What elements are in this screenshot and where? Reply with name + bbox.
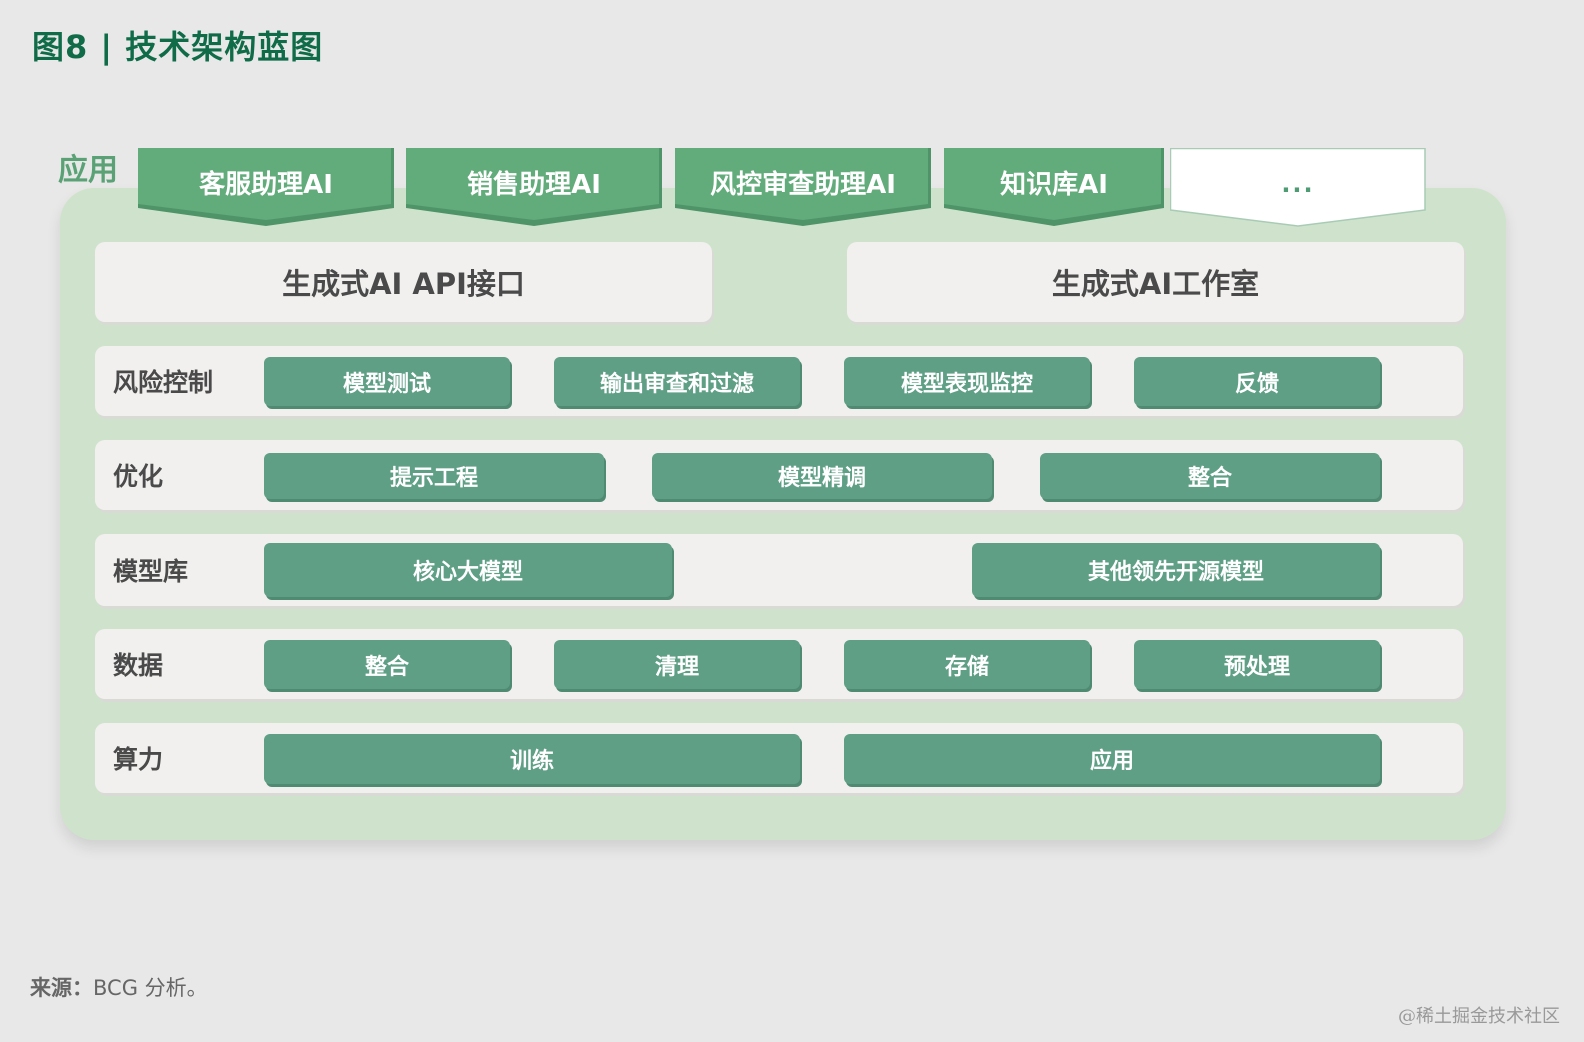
chip-data-storage: 存储 bbox=[844, 640, 1090, 689]
app-tab-label: 客服助理AI bbox=[199, 170, 333, 200]
chip-data-integration: 整合 bbox=[264, 640, 510, 689]
app-tab-label: 知识库AI bbox=[1000, 170, 1108, 200]
source-label: 来源： bbox=[30, 976, 93, 1000]
figure-title: 图8 | 技术架构蓝图 bbox=[32, 28, 324, 66]
layer-risk-control: 风险控制 模型测试 输出审查和过滤 模型表现监控 反馈 bbox=[95, 346, 1463, 416]
chip-training: 训练 bbox=[264, 734, 800, 784]
chip-output-filtering: 输出审查和过滤 bbox=[554, 357, 800, 406]
chip-feedback: 反馈 bbox=[1134, 357, 1380, 406]
source-note: 来源：BCG 分析。 bbox=[30, 972, 208, 1002]
chip-open-source-models: 其他领先开源模型 bbox=[972, 543, 1380, 597]
chip-integration: 整合 bbox=[1040, 453, 1380, 499]
layer-label: 算力 bbox=[113, 745, 164, 774]
layer-optimization: 优化 提示工程 模型精调 整合 bbox=[95, 440, 1463, 510]
chip-model-testing: 模型测试 bbox=[264, 357, 510, 406]
layer-label: 数据 bbox=[113, 651, 164, 680]
genai-studio: 生成式AI工作室 bbox=[847, 242, 1464, 322]
chip-data-preprocessing: 预处理 bbox=[1134, 640, 1380, 689]
chip-core-llm: 核心大模型 bbox=[264, 543, 672, 597]
layer-label: 优化 bbox=[113, 462, 164, 491]
app-tab-knowledge-base: 知识库AI bbox=[944, 148, 1164, 228]
layer-model-library: 模型库 核心大模型 其他领先开源模型 bbox=[95, 534, 1463, 606]
app-tab-risk-review: 风控审查助理AI bbox=[675, 148, 931, 228]
chip-data-cleaning: 清理 bbox=[554, 640, 800, 689]
chip-inference: 应用 bbox=[844, 734, 1380, 784]
app-tab-label: 风控审查助理AI bbox=[710, 170, 896, 200]
more-ellipsis: ... bbox=[1281, 170, 1315, 198]
source-text: BCG 分析。 bbox=[93, 976, 208, 1000]
chevron-shape-icon bbox=[406, 148, 662, 226]
app-tab-more: ... bbox=[1170, 148, 1426, 228]
chevron-shape-icon bbox=[675, 148, 931, 226]
chevron-shape-icon bbox=[138, 148, 394, 226]
watermark: @稀土掘金技术社区 bbox=[1398, 1006, 1560, 1027]
layer-compute: 算力 训练 应用 bbox=[95, 723, 1463, 793]
layer-data: 数据 整合 清理 存储 预处理 bbox=[95, 629, 1463, 699]
app-tab-label: 销售助理AI bbox=[467, 170, 601, 200]
layer-label: 模型库 bbox=[113, 557, 189, 586]
chip-model-monitoring: 模型表现监控 bbox=[844, 357, 1090, 406]
genai-api-interface: 生成式AI API接口 bbox=[95, 242, 712, 322]
chip-fine-tuning: 模型精调 bbox=[652, 453, 992, 499]
chevron-shape-icon bbox=[944, 148, 1164, 226]
chevron-shape-icon bbox=[1170, 148, 1426, 227]
app-tab-customer-service: 客服助理AI bbox=[138, 148, 394, 228]
chip-prompt-engineering: 提示工程 bbox=[264, 453, 604, 499]
app-layer-label: 应用 bbox=[58, 153, 118, 188]
layer-label: 风险控制 bbox=[113, 368, 214, 397]
app-tab-sales: 销售助理AI bbox=[406, 148, 662, 228]
